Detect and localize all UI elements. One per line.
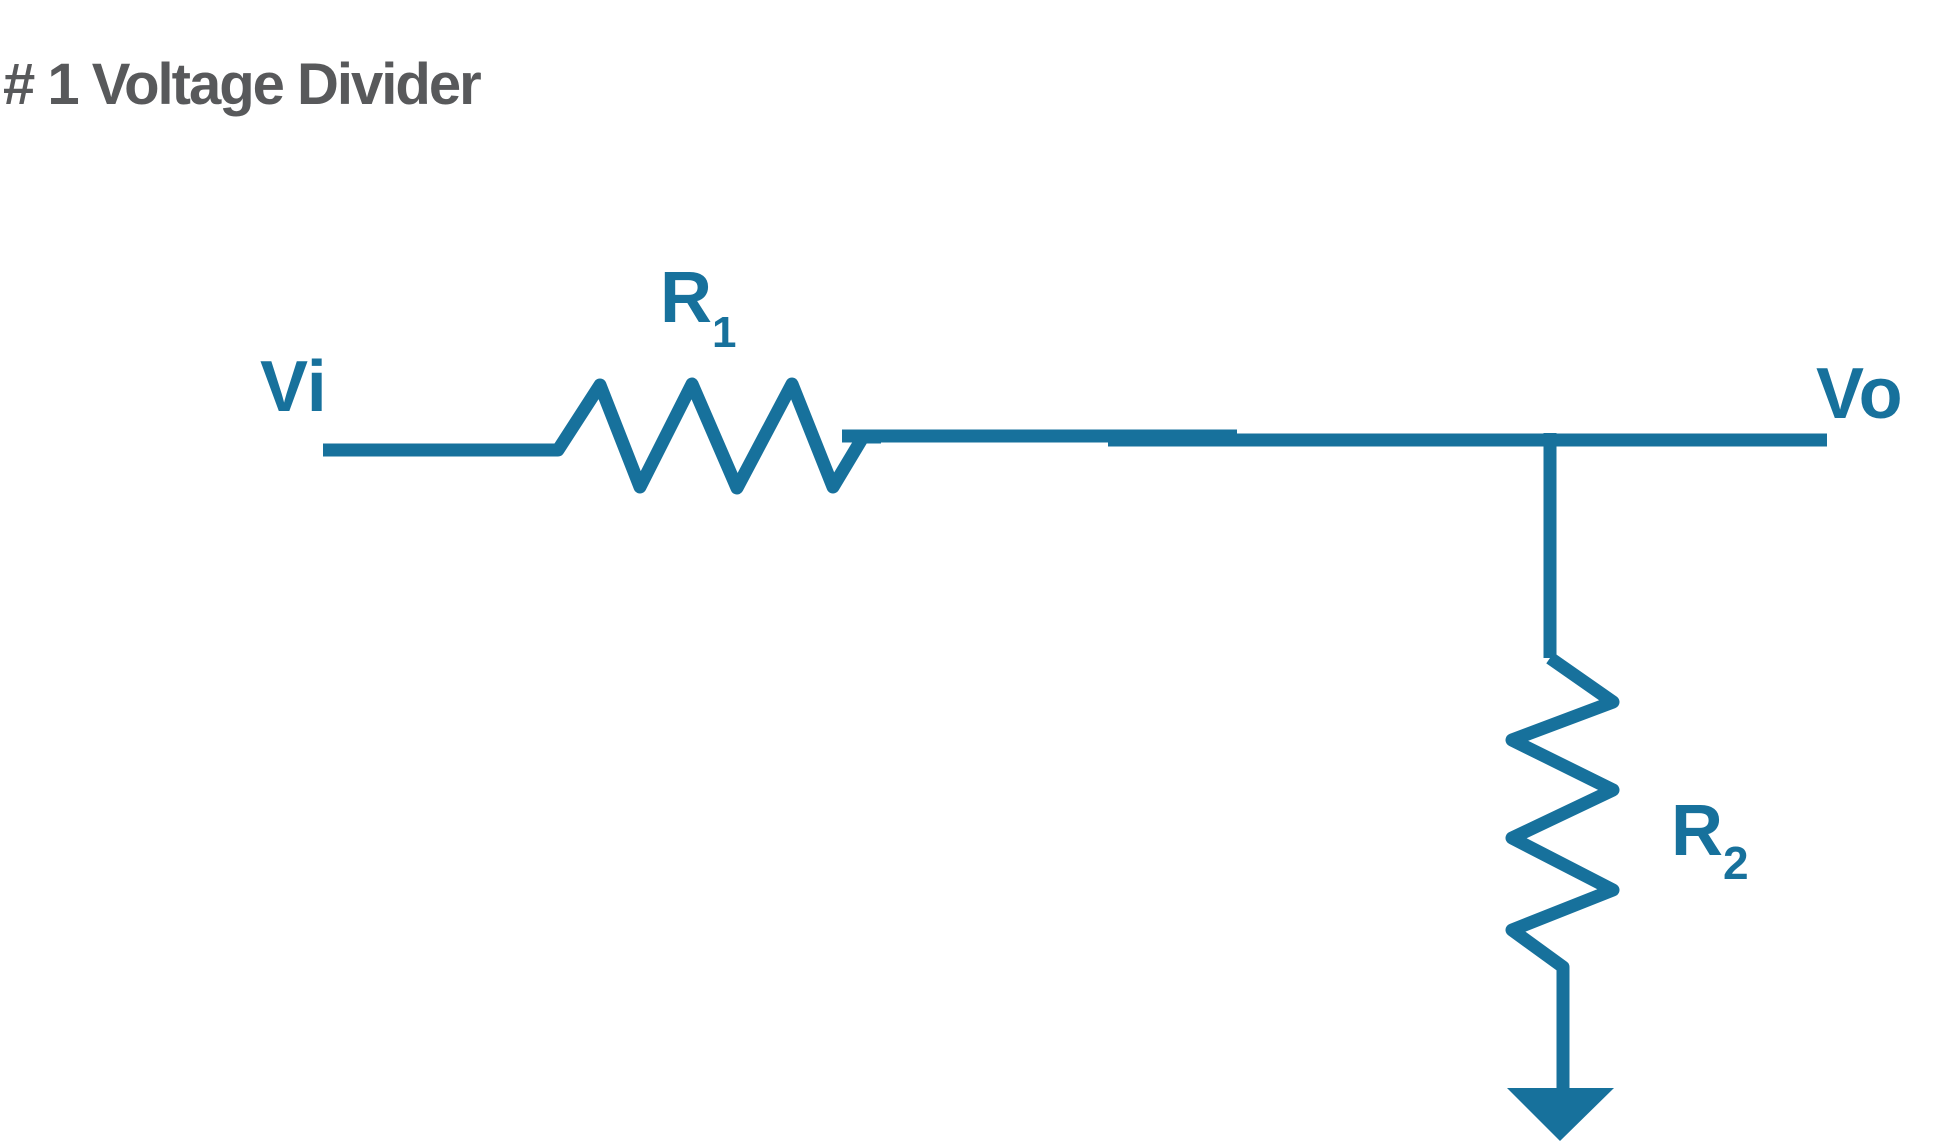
ground-arrow-icon [1507, 1088, 1614, 1141]
label-vi: Vi [260, 347, 327, 427]
label-r1-base: R [660, 258, 712, 338]
resistor-r2-symbol [1505, 652, 1620, 1090]
label-r2: R2 [1671, 795, 1749, 886]
label-vo: Vo [1816, 354, 1903, 434]
label-r1-sub: 1 [712, 308, 737, 357]
label-r2-base: R [1671, 791, 1723, 871]
label-r2-sub: 2 [1723, 837, 1749, 889]
diagram-title: # 1 Voltage Divider [3, 52, 482, 117]
label-r1: R1 [660, 262, 736, 355]
resistor-r1-symbol [323, 377, 881, 495]
